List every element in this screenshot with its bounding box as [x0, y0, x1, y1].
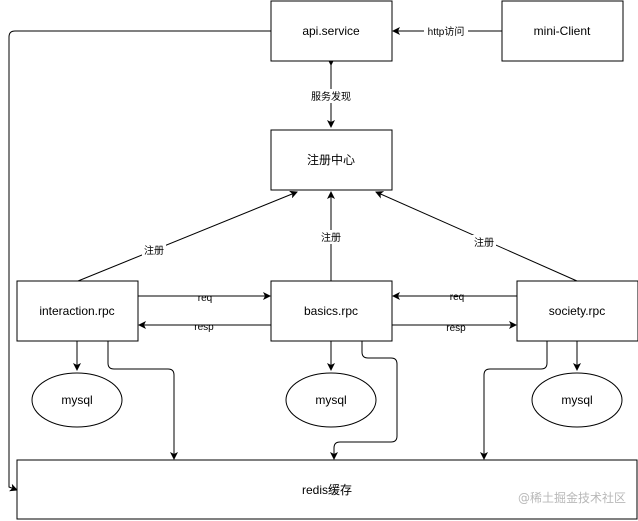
register-right-label: 注册 — [474, 236, 494, 249]
req-right-label: req — [450, 292, 464, 303]
watermark: @稀土掘金技术社区 — [518, 490, 626, 505]
registry-box — [270, 129, 393, 191]
registry-label: 注册中心 — [307, 152, 355, 167]
mysql-center-label: mysql — [315, 393, 346, 407]
discovery-label-bg — [307, 89, 355, 103]
edge-society-to-redis — [480, 341, 548, 460]
basics-rpc-box — [270, 280, 393, 342]
api-service-box — [270, 0, 393, 62]
mysql-right-ellipse — [531, 372, 623, 428]
register-right-label-bg — [472, 235, 496, 249]
redis-label: redis缓存 — [302, 483, 352, 497]
society-rpc-label: society.rpc — [549, 304, 605, 318]
register-center-label-bg — [319, 230, 343, 244]
redis-box — [16, 459, 638, 520]
register-left-label-bg — [142, 243, 166, 257]
mysql-right-label: mysql — [561, 393, 592, 407]
edge-interaction-register — [77, 190, 298, 282]
http-access-label: http访问 — [428, 25, 465, 38]
req-left-label: req — [198, 293, 212, 304]
interaction-rpc-label: interaction.rpc — [39, 304, 114, 318]
basics-rpc-label: basics.rpc — [304, 304, 358, 318]
http-label-bg — [424, 24, 468, 38]
service-discovery-label: 服务发现 — [311, 90, 351, 103]
mini-client-label: mini-Client — [534, 24, 591, 38]
api-service-label: api.service — [302, 24, 360, 38]
register-left-label: 注册 — [144, 244, 164, 257]
mysql-left-ellipse — [31, 372, 123, 428]
edge-basics-to-redis — [330, 341, 398, 460]
resp-left-label: resp — [194, 322, 214, 333]
register-center-label: 注册 — [321, 231, 341, 244]
edge-api-to-redis — [8, 30, 271, 492]
mini-client-box — [501, 0, 624, 62]
mysql-center-ellipse — [285, 372, 377, 428]
resp-right-label: resp — [446, 323, 466, 334]
society-rpc-box — [516, 280, 638, 342]
interaction-rpc-box — [16, 280, 139, 342]
edge-interaction-to-redis — [107, 341, 178, 460]
mysql-left-label: mysql — [61, 393, 92, 407]
